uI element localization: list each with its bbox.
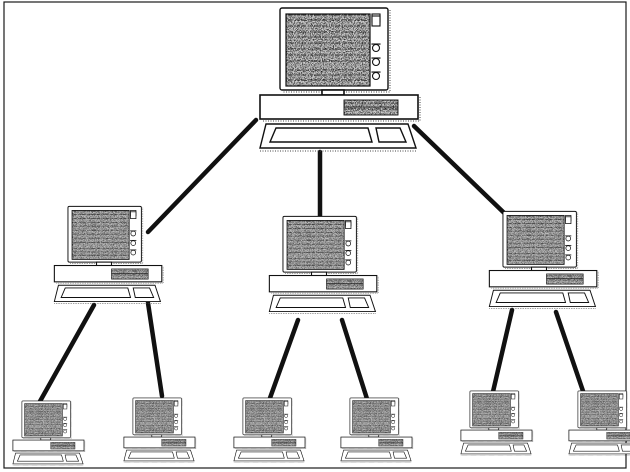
monitor-knob (345, 259, 351, 266)
system-unit (340, 436, 413, 449)
drive-panel (378, 439, 404, 447)
computer-mid-left (53, 205, 164, 304)
monitor-knob (511, 413, 515, 418)
drive-panel (606, 432, 630, 440)
monitor-switch (391, 401, 396, 407)
desktop-computer-icon (123, 397, 197, 463)
monitor-knob (619, 407, 623, 411)
monitor-knob (391, 414, 395, 418)
desktop-computer-icon (568, 390, 630, 456)
monitor-switch (345, 221, 352, 229)
monitor-knob (130, 240, 136, 246)
computer-mid-right (488, 210, 599, 309)
monitor-knob (63, 423, 67, 428)
computer-nodes (12, 7, 630, 466)
monitor-switch (174, 401, 179, 407)
connection-lines (31, 117, 587, 415)
monitor-knob (284, 426, 288, 431)
computer-leaf-5 (460, 390, 534, 456)
drive-panel (271, 439, 297, 447)
monitor-knob (565, 235, 571, 242)
desktop-computer-icon (259, 7, 421, 152)
link-mid-left-to-leaf-2 (145, 300, 165, 399)
link-mid-right-to-leaf-5 (489, 307, 515, 399)
monitor-screen (352, 400, 391, 434)
computer-host (259, 7, 421, 152)
desktop-computer-icon (53, 205, 164, 304)
monitor-knob (284, 420, 288, 425)
computer-leaf-4 (340, 397, 414, 463)
system-unit (568, 429, 630, 442)
monitor-knob (391, 420, 395, 425)
link-mid-center-to-leaf-4 (339, 317, 371, 405)
desktop-computer-icon (460, 390, 534, 456)
monitor-screen (71, 210, 130, 260)
monitor-knob (174, 414, 178, 418)
drive-panel (111, 268, 149, 280)
drive-panel (326, 278, 364, 290)
monitor-knob (565, 254, 571, 261)
computer-leaf-3 (233, 397, 307, 463)
link-host-to-mid-left (145, 117, 259, 235)
monitor-switch (619, 394, 624, 400)
monitor-knob (284, 414, 288, 418)
computer-leaf-1 (12, 400, 86, 466)
desktop-computer-icon (488, 210, 599, 309)
desktop-computer-icon (268, 215, 379, 314)
monitor-knob (511, 407, 515, 411)
drive-panel (546, 273, 584, 285)
monitor-knob (511, 419, 515, 424)
monitor-screen (24, 403, 63, 437)
monitor-knob (619, 413, 623, 418)
monitor-screen (286, 220, 345, 270)
monitor-knob (174, 420, 178, 425)
monitor-knob (63, 429, 67, 434)
monitor-knob (130, 230, 136, 237)
monitor-switch (63, 404, 68, 410)
monitor-knob (345, 250, 351, 256)
monitor-screen (245, 400, 284, 434)
system-unit (460, 429, 533, 442)
monitor-switch (565, 216, 572, 224)
monitor-knob (130, 249, 136, 256)
system-unit (123, 436, 196, 449)
link-mid-left-to-leaf-1 (31, 302, 97, 415)
computer-leaf-2 (123, 397, 197, 463)
computer-mid-center (268, 215, 379, 314)
monitor-switch (371, 15, 381, 27)
system-unit (233, 436, 306, 449)
drive-panel (161, 439, 187, 447)
monitor-screen (135, 400, 174, 434)
monitor-switch (130, 211, 137, 219)
monitor-knob (63, 417, 67, 421)
desktop-computer-icon (12, 400, 86, 466)
monitor-knob (345, 240, 351, 247)
drive-panel (498, 432, 524, 440)
monitor-knob (391, 426, 395, 431)
link-mid-center-to-leaf-3 (267, 317, 301, 401)
monitor-knob (371, 57, 381, 67)
monitor-screen (580, 393, 619, 427)
monitor-knob (565, 245, 571, 251)
monitor-knob (619, 419, 623, 424)
system-unit (12, 439, 85, 452)
computer-leaf-6 (568, 390, 630, 456)
monitor-knob (174, 426, 178, 431)
monitor-switch (511, 394, 516, 400)
monitor-switch (284, 401, 289, 407)
monitor-screen (472, 393, 511, 427)
desktop-computer-icon (233, 397, 307, 463)
drive-panel (50, 442, 76, 450)
monitor-screen (506, 215, 565, 265)
monitor-screen (285, 13, 371, 87)
desktop-computer-icon (340, 397, 414, 463)
monitor-knob (371, 71, 381, 81)
drive-panel (343, 99, 399, 116)
monitor-knob (371, 43, 381, 53)
link-mid-right-to-leaf-6 (553, 309, 587, 397)
